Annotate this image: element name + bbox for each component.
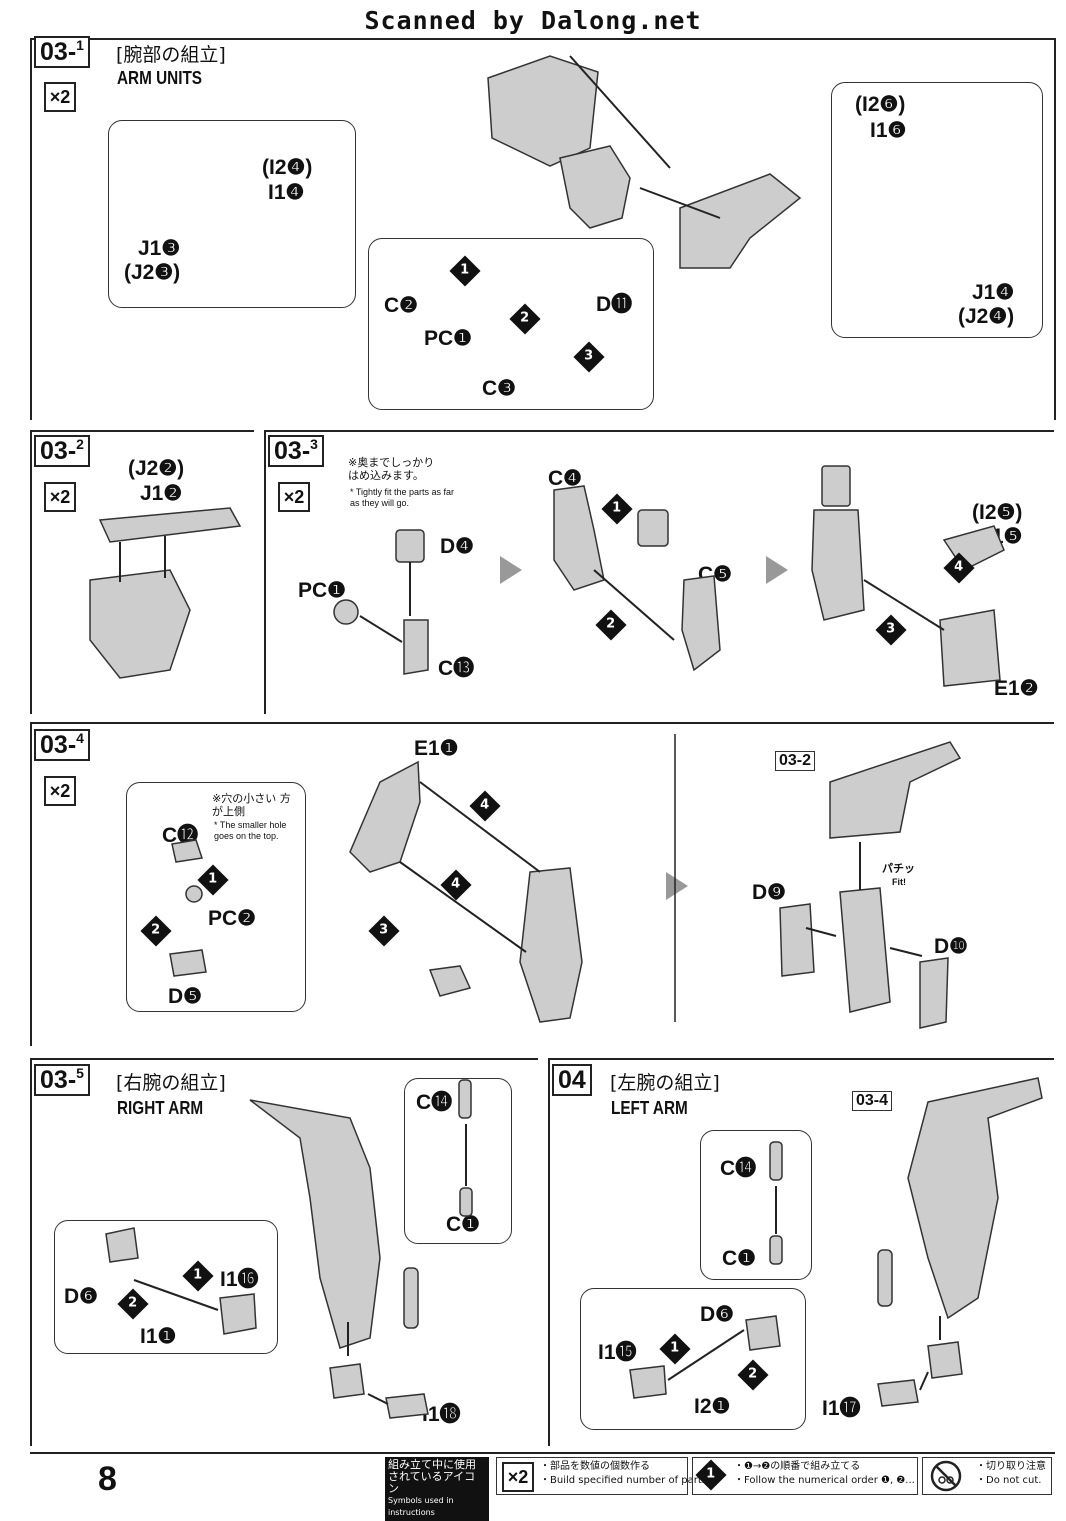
legend-cut-en: ・Do not cut. bbox=[976, 1475, 1042, 1486]
part-label: I1❹ bbox=[268, 181, 305, 204]
part-label: D❾ bbox=[752, 881, 786, 904]
reference-03-4: 03-4 bbox=[852, 1091, 893, 1111]
step-04-title-jp: [左腕の組立] bbox=[610, 1072, 720, 1094]
legend-multiply-en: ・Build specified number of parts. bbox=[540, 1475, 711, 1486]
step-03-5-title-jp: [右腕の組立] bbox=[116, 1072, 226, 1094]
part-label: (I2❻) bbox=[855, 93, 906, 116]
multiply-2-icon: ×2 bbox=[44, 482, 76, 512]
part-label: J1❷ bbox=[140, 482, 183, 505]
panel-03-2 bbox=[30, 430, 254, 714]
part-label: J1❹ bbox=[972, 281, 1015, 304]
part-label: C⓮ bbox=[416, 1091, 453, 1114]
step-04-number: 04 bbox=[552, 1064, 592, 1096]
part-label: D❻ bbox=[700, 1303, 734, 1326]
next-arrow-icon bbox=[766, 556, 788, 584]
panel-04 bbox=[548, 1058, 1054, 1446]
inset-03-4 bbox=[126, 782, 306, 1012]
footer bbox=[30, 1452, 1055, 1504]
legend-order-en: ・Follow the numerical order ❶, ❷... bbox=[734, 1475, 915, 1486]
step-04-illustration bbox=[629, 1077, 1043, 1407]
panel-03-1 bbox=[30, 38, 1056, 420]
step-03-4-number: 03-4 bbox=[34, 729, 90, 761]
step-03-2-illustration bbox=[89, 507, 242, 679]
part-label: (I2❹) bbox=[262, 156, 313, 179]
inset-right bbox=[831, 82, 1043, 338]
part-label: I1⓲ bbox=[422, 1403, 461, 1426]
reference-03-2: 03-2 bbox=[775, 751, 816, 771]
part-label: I1❻ bbox=[870, 119, 907, 142]
part-label: I1❶ bbox=[140, 1325, 177, 1348]
step-03-1-number: 03-1 bbox=[34, 36, 90, 68]
multiply-2-icon: ×2 bbox=[278, 482, 310, 512]
panel-03-4 bbox=[30, 722, 1054, 1046]
part-label: C❶ bbox=[722, 1247, 756, 1270]
fit-sound-en: Fit! bbox=[892, 877, 906, 887]
part-label: E1❷ bbox=[994, 677, 1039, 700]
do-not-cut-icon bbox=[930, 1460, 962, 1492]
part-label: PC❷ bbox=[208, 907, 256, 930]
part-label: I2❶ bbox=[694, 1395, 731, 1418]
step-03-5-illustration bbox=[105, 1079, 473, 1419]
part-label: D❿ bbox=[934, 935, 968, 958]
part-label: (J2❷) bbox=[128, 457, 185, 480]
fit-note-en: * Tightly fit the parts as far as they w… bbox=[350, 487, 455, 508]
part-label: (I2❺) bbox=[972, 501, 1023, 524]
legend-multiply-jp: ・部品を数値の個数作る bbox=[540, 1461, 650, 1472]
step-03-2-number: 03-2 bbox=[34, 435, 90, 467]
part-label: I1⓰ bbox=[220, 1268, 259, 1291]
legend-multiply bbox=[496, 1457, 688, 1495]
part-label: J1❸ bbox=[138, 237, 181, 260]
part-label: C⓭ bbox=[438, 657, 475, 680]
fit-note-jp: ※奥までしっかり はめ込みます。 bbox=[348, 456, 435, 482]
part-label: C❹ bbox=[548, 467, 582, 490]
inset-left bbox=[108, 120, 356, 308]
next-arrow-icon bbox=[500, 556, 522, 584]
panel-03-5 bbox=[30, 1058, 538, 1446]
part-label: C❶ bbox=[446, 1213, 480, 1236]
hole-note-jp: ※穴の小さい 方が上側 bbox=[212, 792, 291, 818]
step-03-5-number: 03-5 bbox=[34, 1064, 90, 1096]
next-arrow-icon bbox=[666, 872, 688, 900]
inset-03-5-hand bbox=[54, 1220, 278, 1354]
panel-03-3 bbox=[264, 430, 1054, 714]
part-label: C⓮ bbox=[720, 1157, 757, 1180]
part-label: C❷ bbox=[384, 294, 418, 317]
step-03-1-title-jp: [腕部の組立] bbox=[116, 44, 226, 66]
step-04-title-en: LEFT ARM bbox=[611, 1098, 688, 1118]
inset-03-5-pins bbox=[404, 1078, 512, 1244]
legend-order bbox=[692, 1457, 918, 1495]
step-03-3-illustration bbox=[333, 465, 1005, 687]
part-label: D❺ bbox=[168, 985, 202, 1008]
part-label: I1⓱ bbox=[822, 1397, 861, 1420]
inset-04-hand bbox=[580, 1288, 806, 1430]
fit-sound-jp: パチッ bbox=[882, 862, 915, 875]
scan-credit: Scanned by Dalong.net bbox=[364, 6, 702, 35]
step-03-5-title-en: RIGHT ARM bbox=[117, 1098, 204, 1118]
part-label: D❻ bbox=[64, 1285, 98, 1308]
part-label: I1⓯ bbox=[598, 1341, 637, 1364]
inset-04-pins bbox=[700, 1130, 812, 1280]
part-label: E1❶ bbox=[414, 737, 459, 760]
inset-bottom bbox=[368, 238, 654, 410]
part-label: PC❶ bbox=[424, 327, 472, 350]
part-label: D❹ bbox=[440, 535, 474, 558]
legend-order-jp: ・❶→❷の順番で組み立てる bbox=[734, 1461, 861, 1472]
step-03-4-illustration bbox=[169, 734, 962, 1029]
symbols-legend-title: 組み立て中に使用されているアイコン Symbols used in instru… bbox=[385, 1457, 489, 1521]
multiply-2-icon: ×2 bbox=[44, 776, 76, 806]
step-03-1-title-en: ARM UNITS bbox=[117, 68, 202, 88]
part-label: C❸ bbox=[482, 377, 516, 400]
step-03-3-number: 03-3 bbox=[268, 435, 324, 467]
part-label: (J2❸) bbox=[124, 261, 181, 284]
legend-cut bbox=[922, 1457, 1052, 1495]
multiply-2-icon: ×2 bbox=[502, 1462, 534, 1492]
part-label: PC❶ bbox=[298, 579, 346, 602]
legend-cut-jp: ・切り取り注意 bbox=[976, 1461, 1046, 1472]
hole-note-en: * The smaller hole goes on the top. bbox=[214, 820, 287, 841]
part-label: D⓫ bbox=[596, 293, 633, 316]
page-number: 8 bbox=[98, 1460, 117, 1498]
multiply-2-icon: ×2 bbox=[44, 82, 76, 112]
part-label: (J2❹) bbox=[958, 305, 1015, 328]
